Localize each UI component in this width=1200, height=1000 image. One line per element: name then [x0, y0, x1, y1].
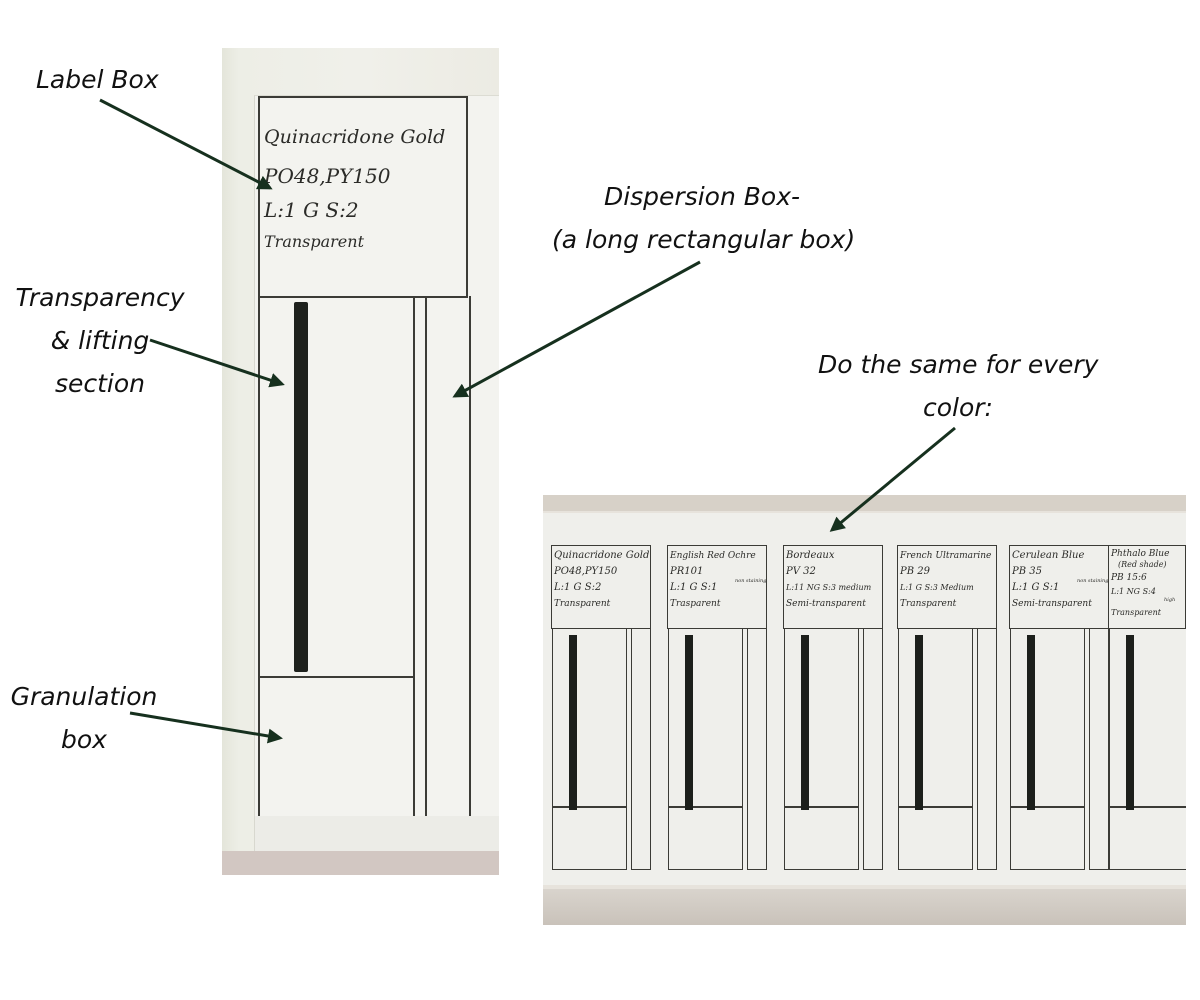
card-pigment: PB 35 — [1012, 566, 1042, 577]
card-ratings: L:1 NG S:4 — [1111, 587, 1156, 596]
card-pigment: PB 29 — [900, 566, 930, 577]
callout-dispersion-line2: (a long rectangular box) — [552, 225, 856, 254]
card-granulation-box — [552, 807, 627, 870]
card-transparency-section — [784, 629, 859, 807]
card-pigment: PV 32 — [786, 566, 816, 577]
card-ratings: L:1 G S:3 Medium — [900, 583, 974, 592]
callout-dispersion-line1: Dispersion Box- — [603, 182, 801, 211]
dispersion-box-left-edge — [425, 296, 427, 816]
card-transparency-section — [1109, 629, 1186, 807]
card-label-box — [897, 545, 997, 629]
callout-same-line2: color: — [923, 393, 993, 422]
card-dispersion-box — [863, 629, 883, 870]
card-dispersion-box — [631, 629, 651, 870]
card-transparency-section — [668, 629, 743, 807]
granulation-divider — [258, 676, 415, 678]
card-transparency-section — [1010, 629, 1085, 807]
card-pigment: PO48,PY150 — [554, 566, 618, 577]
transparency-section-right-edge — [413, 296, 415, 816]
card-transparency-section — [552, 629, 627, 807]
callout-dispersion-box: Dispersion Box- (a long rectangular box) — [552, 175, 856, 261]
card-name: Phthalo Blue — [1111, 549, 1170, 559]
callout-same-for-every: Do the same for every color: — [818, 343, 1098, 429]
card-granulation-box — [898, 807, 973, 870]
swatch-transparency: Transparent — [264, 232, 365, 251]
card-transparency: Semi-transparent — [786, 599, 866, 609]
swatch-pigments: PO48,PY150 — [264, 164, 391, 188]
card-paint-stripe — [1027, 635, 1035, 810]
card-transparency: Transparent — [554, 599, 611, 609]
card-dispersion-box — [977, 629, 997, 870]
paint-stripe — [294, 302, 308, 672]
wood-edge-top — [543, 495, 1186, 511]
card-label-box — [1108, 545, 1186, 629]
card-paint-stripe — [915, 635, 923, 810]
swatch-strip-photo: Quinacridone Gold PO48,PY150 L:1 G S:2 T… — [543, 495, 1186, 925]
callout-same-line1: Do the same for every — [818, 350, 1099, 379]
card-ratings-note: non staining — [735, 578, 767, 584]
single-swatch-photo: Quinacridone Gold PO48,PY150 L:1 G S:2 T… — [222, 48, 499, 875]
card-name: Bordeaux — [786, 550, 835, 561]
card-ratings-note: high — [1164, 597, 1176, 603]
card-transparency: Trasparent — [670, 599, 721, 609]
card-subname: (Red shade) — [1118, 560, 1167, 569]
swatch-card: Quinacridone Gold PO48,PY150 L:1 G S:2 T… — [551, 545, 651, 870]
callout-transparency-line1: Transparency — [15, 283, 185, 312]
label-box — [258, 96, 468, 298]
swatch-name: Quinacridone Gold — [264, 126, 446, 148]
wood-edge-bottom — [543, 889, 1186, 925]
callout-granulation-line1: Granulation — [10, 682, 158, 711]
callout-transparency: Transparency & lifting section — [14, 276, 186, 405]
card-transparency: Transparent — [1111, 608, 1162, 617]
card-name: Quinacridone Gold — [554, 550, 650, 561]
card-transparency-section — [898, 629, 973, 807]
swatch-paper: Quinacridone Gold PO48,PY150 L:1 G S:2 T… — [254, 95, 499, 851]
card-paint-stripe — [801, 635, 809, 810]
callout-granulation: Granulation box — [8, 675, 160, 761]
transparency-section-left-edge — [258, 296, 260, 816]
callout-transparency-line2: & lifting — [50, 326, 150, 355]
swatch-card: Bordeaux PV 32 L:11 NG S:3 medium Semi-t… — [783, 545, 883, 870]
swatch-card: Phthalo Blue (Red shade) PB 15:6 L:1 NG … — [1108, 545, 1186, 870]
card-dispersion-box — [1089, 629, 1109, 870]
card-ratings: L:1 G S:1 — [670, 582, 718, 593]
card-paint-stripe — [1126, 635, 1134, 810]
tape-strip — [222, 851, 499, 875]
swatch-card: Cerulean Blue PB 35 L:1 G S:1 non staini… — [1009, 545, 1109, 870]
card-pigment: PR101 — [670, 566, 704, 577]
dispersion-box-right-edge — [469, 296, 471, 816]
card-paint-stripe — [685, 635, 693, 810]
card-label-box — [551, 545, 651, 629]
card-transparency: Semi-transparent — [1012, 599, 1092, 609]
callout-granulation-line2: box — [61, 725, 107, 754]
card-paint-stripe — [569, 635, 577, 810]
card-name: French Ultramarine — [900, 551, 992, 561]
card-label-box — [783, 545, 883, 629]
card-granulation-box — [668, 807, 743, 870]
card-ratings-note: non staining — [1077, 578, 1109, 584]
paper-margin — [255, 816, 499, 851]
card-name: Cerulean Blue — [1012, 550, 1085, 561]
card-label-box — [667, 545, 767, 629]
swatch-ratings: L:1 G S:2 — [264, 198, 359, 222]
card-ratings: L:1 G S:1 — [1012, 582, 1060, 593]
card-pigment: PB 15:6 — [1111, 573, 1147, 583]
callout-transparency-line3: section — [54, 369, 146, 398]
card-ratings: L:11 NG S:3 medium — [786, 583, 872, 592]
callout-label-box: Label Box — [36, 65, 159, 94]
card-granulation-box — [784, 807, 859, 870]
swatch-card: English Red Ochre PR101 L:1 G S:1 non st… — [667, 545, 767, 870]
swatch-card: French Ultramarine PB 29 L:1 G S:3 Mediu… — [897, 545, 997, 870]
card-granulation-box — [1109, 807, 1186, 870]
card-dispersion-box — [747, 629, 767, 870]
card-granulation-box — [1010, 807, 1085, 870]
card-name: English Red Ochre — [670, 551, 756, 561]
card-ratings: L:1 G S:2 — [554, 582, 602, 593]
card-transparency: Transparent — [900, 599, 957, 609]
